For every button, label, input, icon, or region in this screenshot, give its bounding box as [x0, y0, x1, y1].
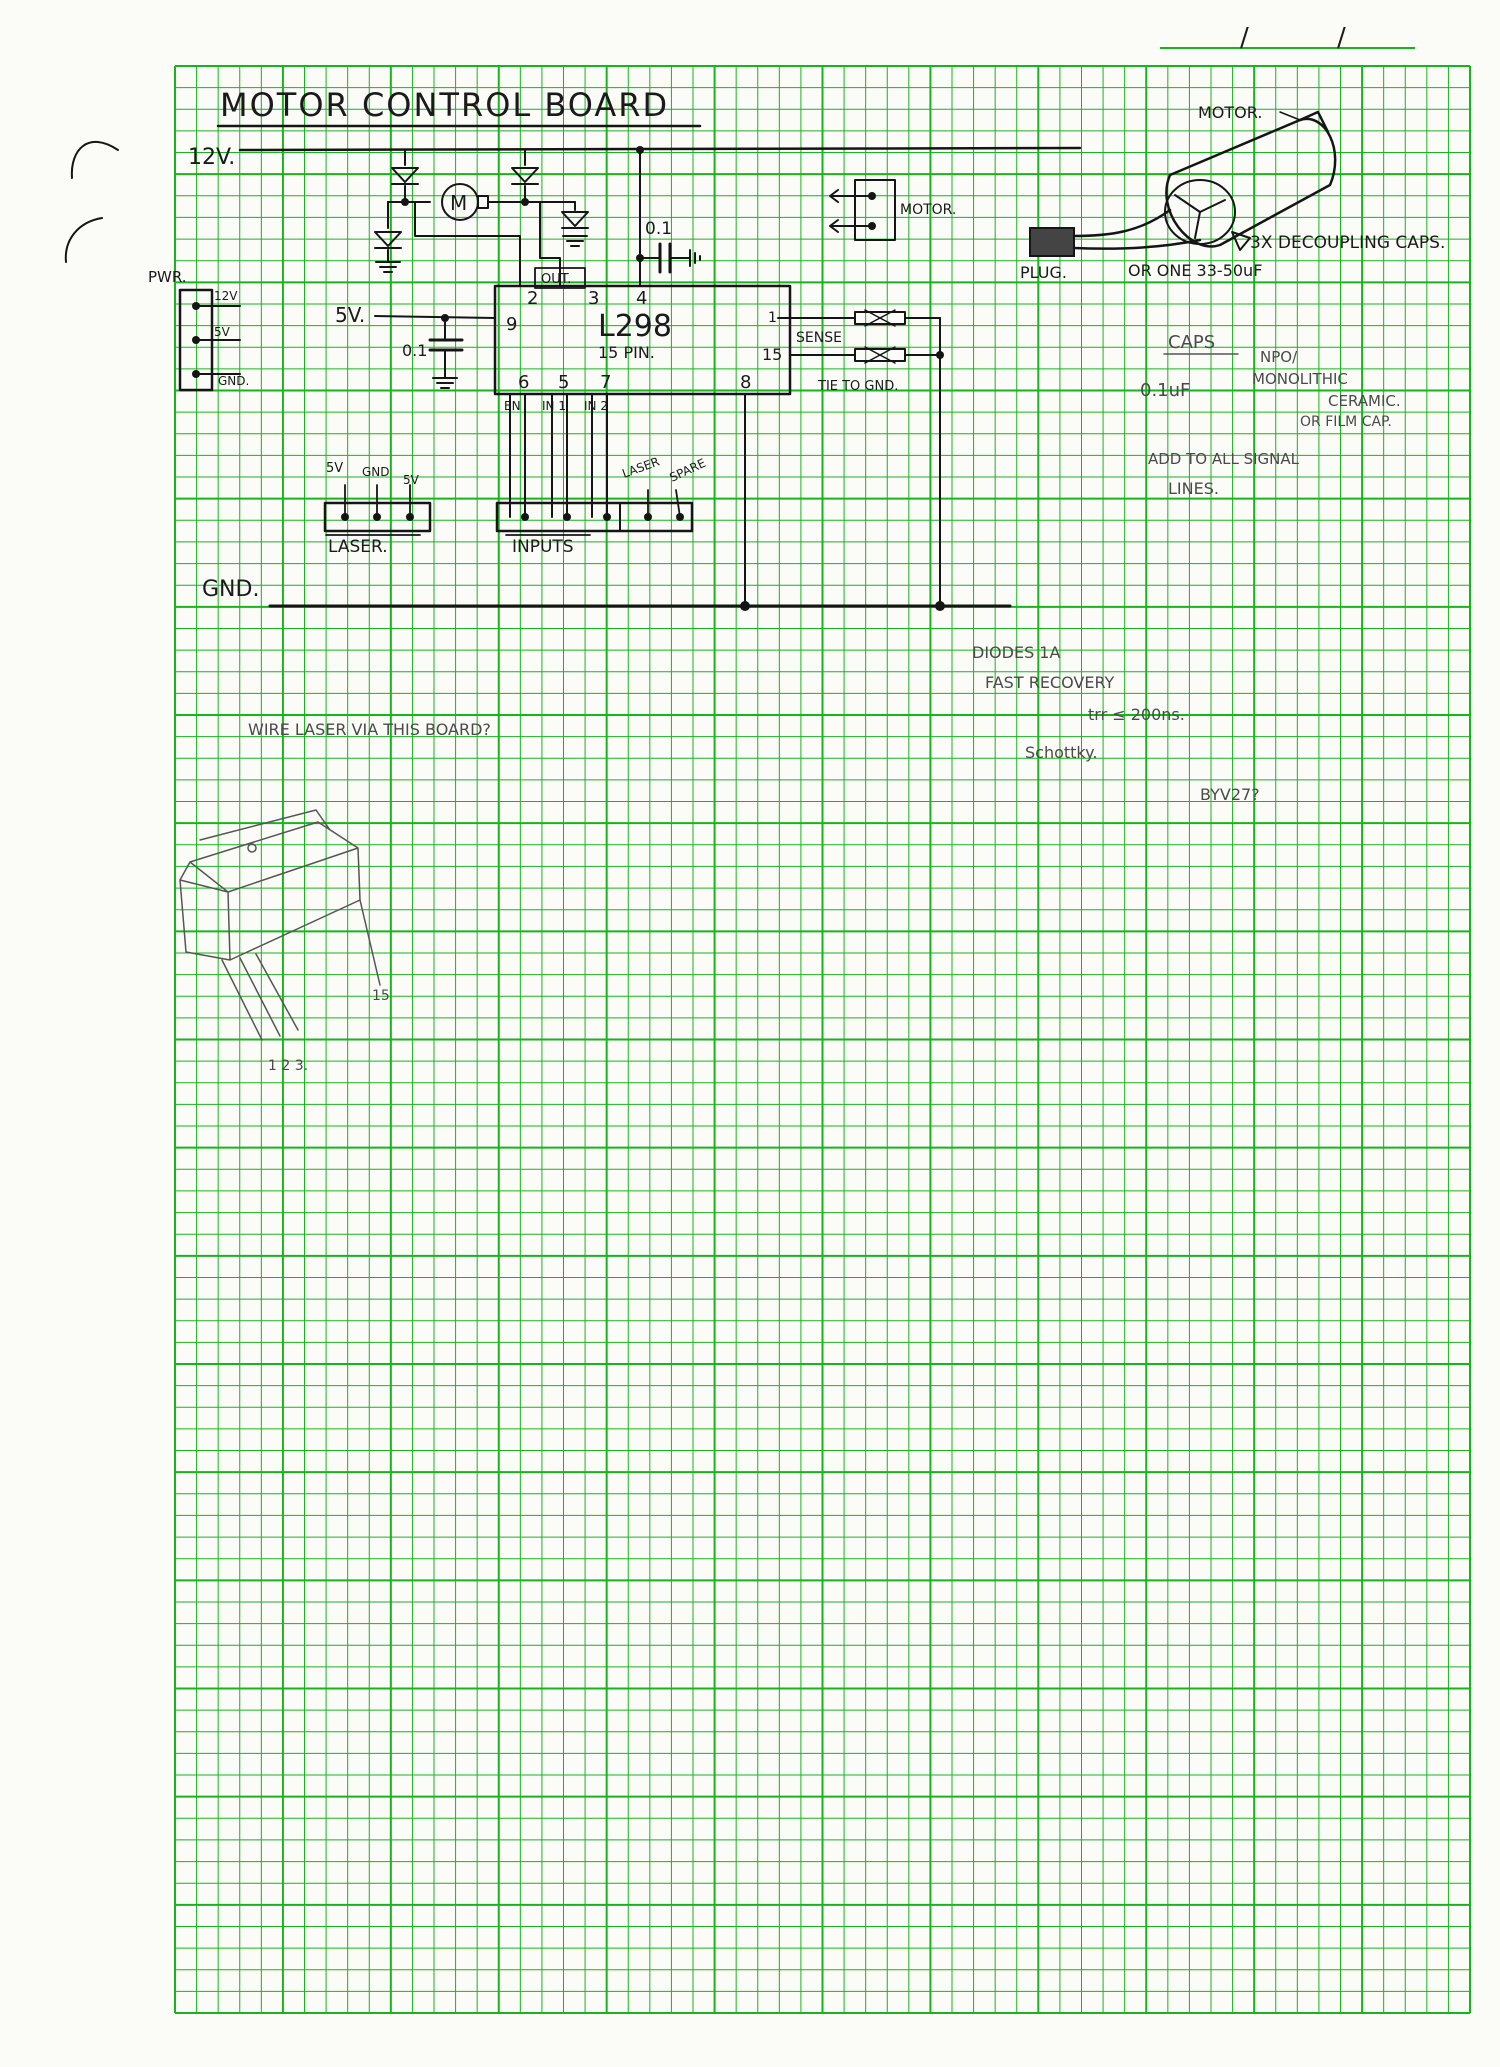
ic-pin-7: 7	[600, 372, 611, 393]
cap-value-note: 0.1uF	[1140, 380, 1190, 401]
arrow-left-icon	[829, 189, 873, 203]
diodes-line2: FAST RECOVERY	[985, 673, 1115, 692]
ic-pin-1: 1	[768, 310, 777, 326]
laser-pin-5v-b: 5V	[403, 473, 420, 487]
cap-type-line4: OR FILM CAP.	[1300, 414, 1392, 430]
decoupling-note: 3X DECOUPLING CAPS.	[1250, 233, 1445, 253]
signal-note-line1: ADD TO ALL SIGNAL	[1148, 450, 1300, 468]
motor-symbol: M	[450, 191, 467, 215]
ic-out-box	[534, 267, 586, 289]
laser-pin-5v-a: 5V	[326, 461, 343, 476]
ic-pin-2: 2	[527, 288, 538, 309]
wire-laser-note: WIRE LASER VIA THIS BOARD?	[248, 720, 491, 739]
ic-pin-8: 8	[740, 372, 751, 393]
ic-body	[493, 284, 792, 396]
motor-connector: MOTOR.	[829, 179, 956, 241]
ic-in2-label: IN 2	[584, 399, 608, 413]
inputs-pin-spare: SPARE	[667, 456, 708, 485]
package-pin-15: 15	[372, 988, 390, 1004]
motor-body-icon	[1165, 117, 1337, 248]
caps-heading: CAPS	[1168, 332, 1215, 353]
rail-gnd-label: GND.	[202, 577, 259, 602]
diode-top-left-icon	[391, 167, 419, 185]
pencil-notes: CAPS 0.1uF NPO/ MONOLITHIC CERAMIC. OR F…	[248, 332, 1401, 804]
inputs-connector: LASER SPARE INPUTS	[495, 393, 708, 557]
ic-pin-6: 6	[518, 372, 529, 393]
diodes-line5: BYV27?	[1200, 785, 1260, 804]
cap-type-line1: NPO/	[1260, 348, 1298, 366]
pwr-pin-12v: 12V	[214, 289, 238, 303]
pwr-pin-5v: 5V	[214, 325, 231, 339]
laser-connector: 5V GND 5V LASER.	[323, 461, 432, 557]
diode-bridge: M	[374, 149, 589, 287]
input-5v: 5V. 0.1	[335, 303, 496, 389]
ic-in1-label: IN 1	[542, 399, 566, 413]
ic-l298: OUT. L298 15 PIN. 2 3 4 9 6 5 7 8 1 15 E…	[493, 267, 792, 413]
rail-12v	[238, 146, 1082, 152]
diodes-line3: trr ≤ 200ns.	[1088, 705, 1185, 724]
motor-sketch: MOTOR. PLUG. 3X DECOUPLING CAPS. OR ONE …	[1020, 103, 1445, 282]
laser-connector-label: LASER.	[328, 537, 388, 557]
ic-pin-9: 9	[506, 314, 517, 335]
arrow-left-icon-2	[829, 219, 873, 233]
to220-package-icon	[179, 809, 381, 1041]
pwr-pin-gnd: GND.	[218, 374, 249, 388]
ic-pin-15: 15	[762, 345, 782, 364]
plug-label: PLUG.	[1020, 263, 1067, 282]
binder-hole-bottom	[64, 217, 103, 263]
ic-pin-4: 4	[636, 288, 647, 309]
diode-top-right-icon	[511, 167, 539, 185]
ground-symbol-cap-top-icon	[689, 249, 701, 267]
ic-pin-5: 5	[558, 372, 569, 393]
cap-type-line2: MONOLITHIC	[1252, 370, 1348, 388]
ic-package: 15 PIN.	[598, 343, 655, 362]
diode-bottom-right-icon	[561, 211, 589, 229]
ic-en-label: EN	[504, 399, 521, 413]
ground-symbol-right-icon	[562, 235, 588, 247]
ic-out-label: OUT.	[541, 272, 571, 287]
sense-label: SENSE	[796, 330, 842, 346]
graph-paper-grid	[174, 65, 1471, 2014]
ic-name: L298	[598, 309, 672, 344]
package-pins-123: 1 2 3.	[268, 1058, 308, 1074]
page-title: MOTOR CONTROL BOARD	[220, 86, 669, 124]
date-marks: / /	[1240, 23, 1386, 53]
or-one-note: OR ONE 33-50uF	[1128, 261, 1262, 280]
diode-bottom-left-icon	[374, 231, 402, 249]
cap-top: 0.1	[636, 146, 701, 287]
package-sketch: 15 1 2 3.	[179, 809, 390, 1074]
rail-5v-label: 5V.	[335, 303, 365, 327]
diodes-line4: Schottky.	[1025, 743, 1097, 762]
pwr-connector-label: PWR.	[148, 268, 187, 286]
motor-sketch-label: MOTOR.	[1198, 103, 1262, 122]
cap-top-value: 0.1	[645, 219, 672, 239]
cap-type-line3: CERAMIC.	[1328, 392, 1401, 410]
laser-pin-gnd: GND	[362, 465, 390, 479]
motor-control-schematic: MOTOR CONTROL BOARD 12V. GND. M	[148, 86, 1082, 611]
tie-to-gnd-label: TIE TO GND.	[817, 379, 898, 394]
ic-pin-3: 3	[588, 288, 599, 309]
inputs-connector-label: INPUTS	[512, 537, 574, 557]
rail-12v-label: 12V.	[188, 145, 235, 170]
cap-left-value: 0.1	[402, 341, 427, 360]
ground-symbol-left-icon	[375, 261, 401, 273]
ground-symbol-cap-left-icon	[432, 377, 458, 389]
plug-icon	[1029, 227, 1075, 257]
binder-hole-top	[70, 140, 119, 179]
pwr-connector: PWR. 12V 5V GND.	[148, 268, 249, 392]
diodes-line1: DIODES 1A	[972, 643, 1060, 662]
signal-note-line2: LINES.	[1168, 479, 1219, 498]
motor-connector-label: MOTOR.	[900, 202, 956, 218]
sense-resistors: SENSE TIE TO GND.	[777, 309, 944, 607]
